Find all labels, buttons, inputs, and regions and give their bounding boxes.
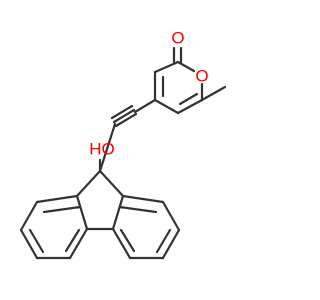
bond-c5-c6 (176, 98, 204, 115)
ring-oxygen-label: O (195, 67, 208, 86)
bond-c4-c5 (153, 98, 180, 115)
bond-right-double-2 (155, 228, 172, 254)
bond-c2-c3 (153, 60, 180, 74)
bond-left-1 (75, 194, 89, 231)
bond-left-double-3 (64, 228, 81, 253)
bond-left-4 (19, 228, 39, 260)
bond-right-5 (161, 200, 181, 232)
bond-left-double-2 (28, 228, 45, 254)
bond-c5-c6-double (178, 92, 199, 106)
bond-alkyne-3 (110, 104, 134, 120)
bond-right-double-1 (118, 205, 158, 214)
bond-left-6 (35, 194, 79, 204)
bond-left-double-1 (42, 205, 82, 214)
bond-right-2 (111, 227, 132, 260)
bond-c9-left (75, 169, 102, 198)
alkyne-linker (98, 98, 157, 173)
bond-alkyne-c9 (98, 122, 117, 173)
bond-c4-alkyne (133, 98, 157, 114)
bond-right-6 (121, 194, 165, 204)
bond-right-4 (161, 228, 181, 260)
bond-left-2 (68, 227, 89, 260)
bond-c9-right (98, 169, 125, 198)
carbonyl-oxygen-label: O (171, 29, 184, 48)
pyranone-ring (153, 46, 227, 115)
bond-alkyne-1 (112, 108, 136, 124)
hydroxyl-label: HO (89, 140, 115, 159)
bond-left-5 (19, 200, 39, 232)
bond-o1-c2 (176, 60, 196, 73)
bond-alkyne-2 (114, 112, 138, 128)
molecule-structure: O O HO (19, 29, 227, 260)
bond-right-double-3 (119, 228, 136, 253)
bond-right-1 (111, 194, 125, 231)
bond-c6-methyl (200, 85, 227, 102)
fluorene-core (19, 158, 181, 260)
